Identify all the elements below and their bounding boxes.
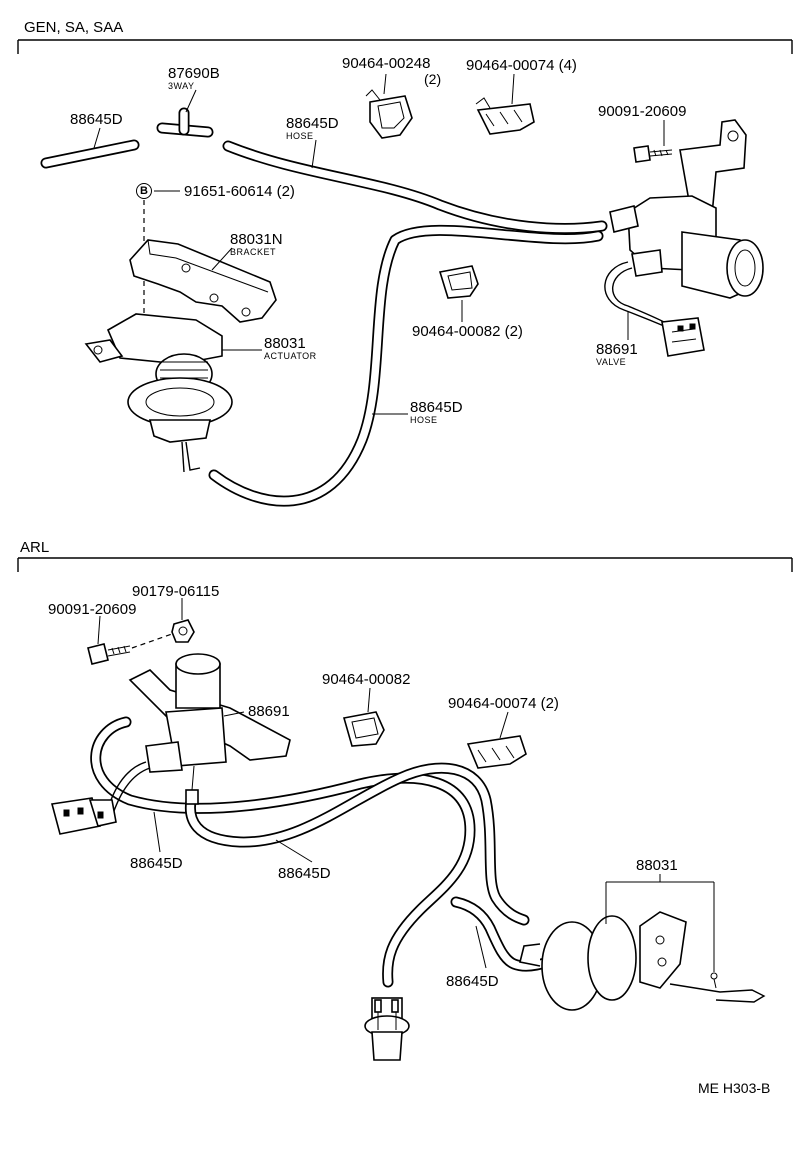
label-90091-20609-bot: 90091-20609 [48,601,137,618]
label-88645d-hose-long: 88645D [410,399,463,416]
actuator-88031-top [84,313,233,473]
bottom-section-frame [17,557,793,572]
label-90464-00074-2: 90464-00074 (2) [448,695,559,712]
label-88645d-bot-b: 88645D [278,865,331,882]
bolt-bottom-dashed-line [131,633,173,649]
sublabel-hose-top: HOSE [286,131,314,141]
label-88645d-bot-c: 88645D [446,973,499,990]
leader-90464-00074-4 [511,73,515,105]
hose-bottom-b [184,762,530,926]
label-87690b: 87690B [168,65,220,82]
leader-90464-00074-2 [499,711,509,739]
label-88031-bot: 88031 [636,857,678,874]
leader-88645d-bot-c [475,925,487,969]
leader-88031-bot [605,874,715,972]
bolt-90091-20609-bottom [87,643,131,665]
valve-88691-bottom [103,653,291,823]
label-88645d-bot-a: 88645D [130,855,183,872]
label-88691-top: 88691 [596,341,638,358]
label-88031-top: 88031 [264,335,306,352]
leader-90464-00082 [367,687,371,713]
section-header-bottom: ARL [20,539,50,556]
label-90464-00074-4: 90464-00074 (4) [466,57,577,74]
clip-90464-00082-top [438,265,479,299]
valve-88691-top [604,119,764,327]
leader-90464-00248 [383,73,387,95]
clip-90464-00082-bottom [342,711,385,747]
hose-long [208,224,604,507]
sublabel-bracket: BRACKET [230,247,277,257]
label-90464-00248-qty: (2) [424,71,442,87]
three-way-joint [156,107,214,138]
leader-pipe-88645d [93,127,101,149]
pipe-88645d [40,139,140,169]
leader-88691-bot [223,711,245,717]
diagram-code: ME H303-B [698,1080,771,1096]
clip-90464-00248 [365,89,413,139]
hose-bottom-c [450,896,554,972]
valve-connector-bottom [50,797,117,835]
sublabel-actuator: ACTUATOR [264,351,317,361]
label-90091-20609-top: 90091-20609 [598,103,687,120]
bolt-ref-marker: B [136,183,152,199]
valve-connector-top [661,317,705,357]
section-header-top: GEN, SA, SAA [24,19,124,36]
leader-88031n [211,247,233,271]
leader-87690b [185,89,197,113]
sublabel-3way: 3WAY [168,81,195,91]
label-91651-60614: 91651-60614 (2) [184,183,295,200]
sublabel-valve: VALVE [596,357,627,367]
nut-90179-06115 [171,619,195,643]
bolt-90091-20609-top [633,145,673,163]
label-88691-bot: 88691 [248,703,290,720]
leader-88645d-bot-b [275,839,313,863]
vacuum-switch [364,997,410,1061]
leader-90091-20609-bot [97,615,101,645]
label-90464-00082: 90464-00082 [322,671,411,688]
label-88645d-pipe: 88645D [70,111,123,128]
label-90464-00248: 90464-00248 [342,55,431,72]
clip-90464-00074-top [475,97,535,135]
leader-hose-top [311,139,317,169]
label-88645d-hose-top: 88645D [286,115,339,132]
label-90179-06115: 90179-06115 [132,583,220,600]
sublabel-hose-long: HOSE [410,415,438,425]
hose-top [222,140,608,234]
label-88031n: 88031N [230,231,283,248]
bracket-88031n [129,239,277,323]
clip-90464-00074-bottom [466,735,527,769]
leader-88645d-bot-a [153,811,161,853]
label-90464-00082-2: 90464-00082 (2) [412,323,523,340]
actuator-88031-bottom [519,911,766,1011]
top-section-frame [17,39,793,54]
